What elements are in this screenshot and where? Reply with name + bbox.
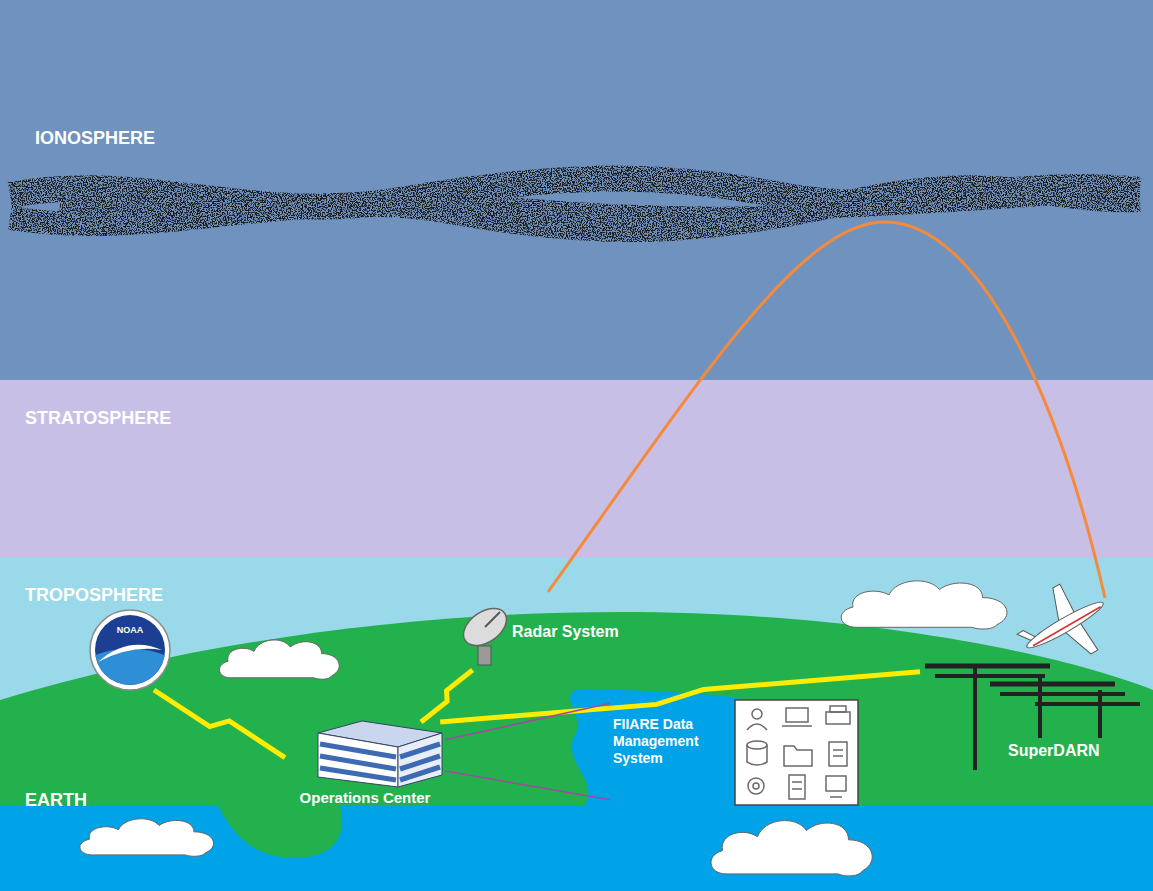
layer-label: STRATOSPHERE: [25, 408, 171, 430]
building-stripe: [400, 767, 440, 780]
folder-icon: [784, 746, 812, 766]
radar-array: SuperDARN: [920, 655, 1120, 767]
layer-label: TROPOSPHERE: [25, 585, 163, 607]
logo-ring: [90, 610, 170, 690]
radar-base: [478, 646, 491, 665]
building-stripe: [320, 744, 396, 757]
lightning-link: [421, 670, 473, 722]
agency-logo: NOAA: [90, 610, 170, 690]
site-label: Operations Center: [300, 789, 431, 807]
radar-reflector: [457, 601, 514, 653]
cloud: [80, 819, 214, 857]
building-stripe: [320, 768, 396, 780]
data-link: [445, 703, 610, 739]
lightning-link: [440, 672, 920, 722]
antenna-mast: [973, 664, 977, 770]
radar-feed: [485, 612, 500, 627]
earth-band: EARTH: [0, 785, 1153, 891]
logo-bird: [98, 645, 162, 662]
ionosphere-cloud-band: [60, 195, 1100, 214]
antenna-bar: [1035, 702, 1140, 706]
panel-icons: [747, 706, 850, 799]
atmosphere-band: TROPOSPHERE: [0, 558, 1153, 785]
stratosphere-ground: [0, 380, 1153, 558]
atmosphere-band: STRATOSPHERE: [0, 380, 1153, 558]
logo-text: NOAA: [117, 625, 144, 636]
building: [318, 721, 442, 787]
building-stripe: [320, 756, 396, 769]
lightning-link: [154, 690, 285, 758]
antenna-mast: [1098, 690, 1102, 738]
document-icon: [829, 742, 847, 766]
layer-label: IONOSPHERE: [35, 128, 155, 150]
building-stripe: [400, 744, 440, 757]
user-icon: [747, 724, 767, 730]
ionosphere-cloud-band: [10, 187, 1140, 230]
data-link: [445, 771, 610, 800]
laptop-icon: [782, 725, 812, 727]
document-icon: [833, 749, 843, 751]
radar-dish: [457, 601, 514, 665]
ionosphere-cloud: [10, 179, 1140, 231]
ocean: [0, 800, 1153, 891]
airplane-body: [1023, 597, 1106, 653]
site-label: FIIARE Data Management System: [613, 716, 731, 766]
laptop-icon: [786, 708, 808, 722]
logo-wave: [95, 649, 164, 685]
panel-frame: [735, 700, 858, 805]
site-label: Radar System: [512, 622, 619, 641]
gear-icon: [753, 783, 759, 789]
antenna-bar: [990, 682, 1115, 687]
server-icon: [792, 788, 802, 790]
antenna-bar: [935, 674, 1045, 678]
cloud: [219, 640, 339, 679]
atmosphere-band: IONOSPHERE: [0, 0, 1153, 380]
computer-icon: [830, 796, 842, 798]
site-label: SuperDARN: [1008, 741, 1100, 760]
building-side: [398, 733, 442, 787]
database-icon: [747, 745, 767, 765]
cloud: [711, 821, 872, 876]
operations-center: Operations Center: [285, 722, 445, 811]
layer-label: EARTH: [25, 790, 87, 812]
noaa-logo: [90, 610, 170, 690]
troposphere-ground: [0, 558, 1153, 818]
cloud: [841, 581, 1007, 629]
logo-disc: [95, 615, 165, 685]
antenna-bar: [925, 664, 1050, 669]
gear-icon: [748, 778, 764, 794]
building-front: [318, 733, 398, 787]
airplane: [1006, 570, 1122, 681]
computer-icon: [826, 776, 846, 791]
data-panel: [735, 700, 858, 805]
antenna-bar: [1000, 692, 1125, 696]
user-icon: [752, 709, 762, 719]
land-hill: [0, 612, 1153, 805]
data-system: FIIARE Data Management System: [610, 698, 860, 805]
ionosphere-ground: [0, 0, 1153, 380]
superdarn-antenna: [925, 664, 1140, 770]
server-icon: [792, 781, 802, 783]
land-peninsula: [215, 800, 342, 858]
database-icon: [747, 741, 767, 749]
airplane-stripe: [1033, 607, 1101, 646]
server-icon: [789, 775, 805, 799]
printer-icon: [826, 712, 850, 724]
printer-icon: [830, 706, 846, 712]
document-icon: [833, 755, 843, 757]
radar-site: Radar System: [455, 600, 675, 670]
radar-ray: [548, 222, 1105, 598]
